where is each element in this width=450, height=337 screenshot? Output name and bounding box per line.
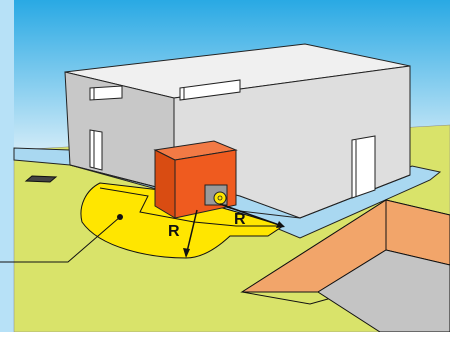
window-left	[89, 85, 123, 101]
window-right	[179, 79, 241, 101]
valve-icon	[213, 191, 227, 205]
radius-label-left: R	[168, 223, 180, 240]
tank-front	[154, 149, 176, 219]
pit-wall-back	[385, 199, 450, 266]
drain-grate	[24, 175, 58, 183]
radius-arrow-right-head	[276, 221, 285, 228]
leader-dot	[117, 214, 123, 220]
pit-floor	[317, 249, 450, 333]
leader-line	[0, 216, 121, 263]
hazard-zone	[80, 182, 285, 259]
hazard-inner-boundary	[99, 187, 283, 227]
radius-label-right: R	[234, 211, 246, 228]
radius-arrow-right	[219, 203, 283, 227]
valve-center	[217, 195, 223, 201]
radius-arrow-left	[185, 209, 198, 257]
radius-arrow-left-head	[183, 248, 190, 258]
door-left	[89, 129, 103, 171]
door-right	[351, 135, 376, 199]
